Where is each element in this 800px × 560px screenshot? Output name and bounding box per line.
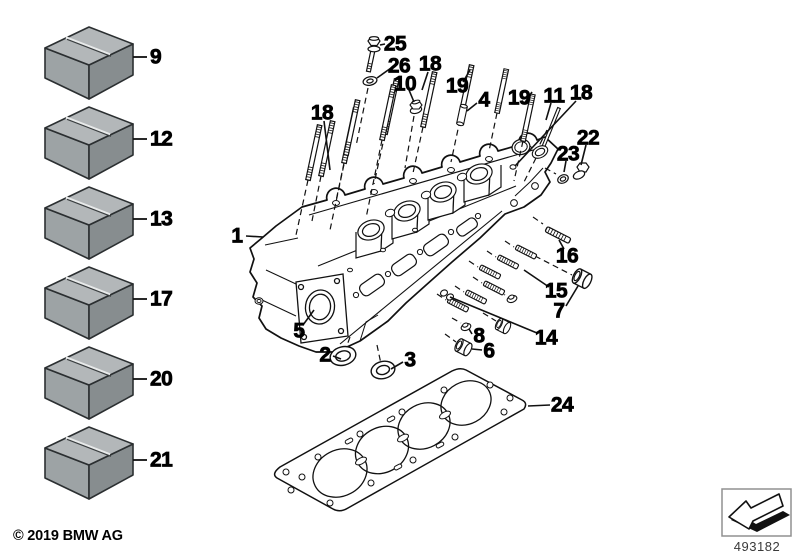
callout-6[interactable]: 6: [483, 339, 496, 363]
core-plug: [493, 316, 513, 336]
kit-label-9[interactable]: 9: [150, 45, 163, 69]
assembly-dash-lines: [295, 87, 573, 365]
cylinder-head-drawing: [249, 132, 559, 353]
kit-label-20[interactable]: 20: [150, 367, 174, 391]
callout-1[interactable]: 1: [231, 224, 244, 248]
kit-boxes: [43, 25, 147, 501]
callout-11[interactable]: 11: [543, 84, 566, 108]
shaft-seal-2: [329, 345, 357, 367]
core-plug-7: [569, 266, 595, 291]
screw-plug: [505, 293, 519, 305]
plug-bolt-22: [572, 162, 590, 180]
arrow-icon: [728, 493, 790, 532]
kit-label-13[interactable]: 13: [150, 207, 174, 231]
callout-25[interactable]: 25: [383, 32, 407, 56]
diagram-reference-thumbnail[interactable]: [721, 488, 792, 537]
sleeve-14: [439, 289, 455, 301]
callout-19[interactable]: 19: [507, 86, 531, 110]
callout-leader-lines: [245, 43, 587, 407]
diagram-reference-number: 493182: [733, 539, 781, 554]
callout-5[interactable]: 5: [293, 319, 306, 343]
callout-7[interactable]: 7: [553, 299, 566, 323]
callout-18[interactable]: 18: [310, 101, 334, 125]
kit-label-12[interactable]: 12: [150, 127, 174, 151]
callout-22[interactable]: 22: [576, 126, 600, 150]
small-parts: [329, 162, 595, 380]
callout-10[interactable]: 10: [393, 72, 417, 96]
shaft-seal-3: [370, 360, 396, 380]
callout-23[interactable]: 23: [556, 142, 580, 166]
dowel-pin-16: [544, 225, 572, 245]
core-plug-6: [452, 336, 475, 358]
callout-18[interactable]: 18: [569, 81, 593, 105]
head-gasket-drawing: [273, 367, 527, 512]
callout-24[interactable]: 24: [550, 393, 574, 417]
callout-2[interactable]: 2: [319, 343, 332, 367]
callout-18[interactable]: 18: [418, 52, 442, 76]
copyright-text: © 2019 BMW AG: [13, 528, 123, 544]
kit-label-21[interactable]: 21: [150, 448, 174, 472]
callout-16[interactable]: 16: [555, 244, 579, 268]
dowel-4: [456, 103, 468, 127]
callout-15[interactable]: 15: [544, 279, 568, 303]
callout-14[interactable]: 14: [534, 326, 558, 350]
callout-19[interactable]: 19: [445, 74, 469, 98]
washer-26: [362, 76, 378, 86]
callout-4[interactable]: 4: [478, 88, 491, 112]
callout-8[interactable]: 8: [473, 324, 486, 348]
kit-label-17[interactable]: 17: [150, 287, 174, 311]
sealing-ring-23: [557, 174, 569, 184]
callout-26[interactable]: 26: [387, 54, 411, 78]
callout-3[interactable]: 3: [404, 348, 417, 372]
bolt-10: [409, 99, 423, 115]
bolt-25: [365, 36, 381, 73]
